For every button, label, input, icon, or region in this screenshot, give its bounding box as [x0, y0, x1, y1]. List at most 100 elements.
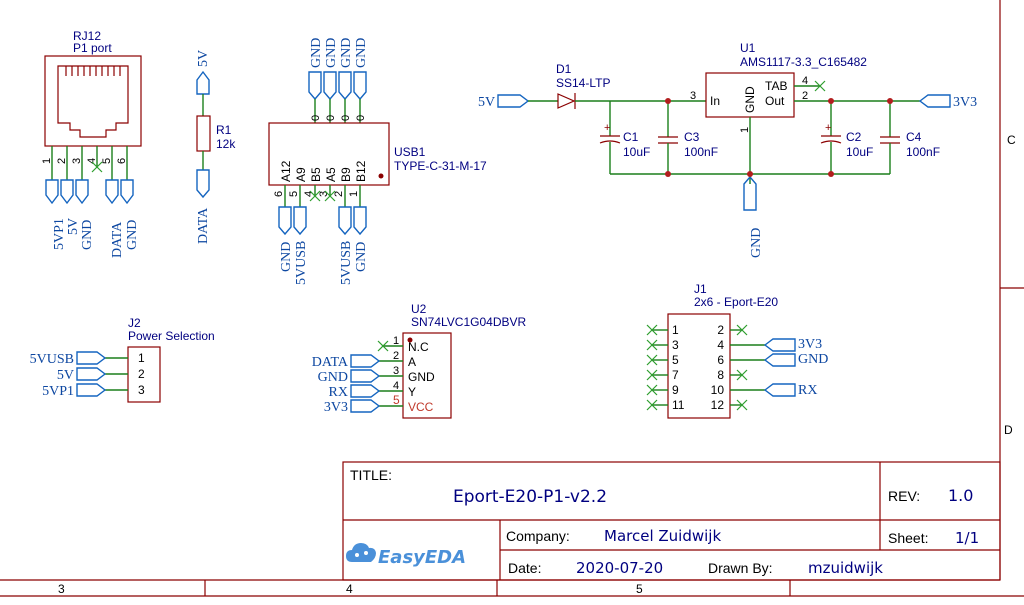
u2-net-data: DATA [312, 355, 349, 370]
r1-resistor: 5V R1 12k DATA [196, 50, 236, 244]
u2-pin-gnd: GND [408, 370, 435, 384]
rj12-pin-6: 6 [116, 158, 128, 164]
c4-value: 100nF [906, 145, 940, 159]
u1-ref: U1 [740, 41, 756, 55]
usb1-pin-num-3: 3 [318, 191, 330, 197]
frame-col-5: 5 [636, 582, 643, 596]
c3-capacitor: C3 100nF [658, 101, 718, 174]
j1-pin-7: 7 [672, 368, 679, 382]
u2-pin-a: A [408, 355, 416, 369]
usb1-net-5vusb-2: 5VUSB [339, 241, 354, 285]
usb1-pin-num-6: 6 [273, 191, 285, 197]
u2-net-rx: RX [329, 385, 348, 400]
rj12-connector: RJ12 P1 port 1 2 3 4 5 6 5 [41, 29, 142, 258]
c2-value: 10uF [846, 145, 873, 159]
usb1-body [268, 122, 390, 186]
usb1-pin-num-4: 4 [303, 191, 315, 197]
usb1-pin-num-1: 1 [348, 191, 360, 197]
usb1-value: TYPE-C-31-M-17 [394, 159, 487, 173]
c4-ref: C4 [906, 130, 922, 144]
d1-net-5v: 5V [478, 95, 495, 110]
u2-pin-vcc: VCC [408, 400, 434, 414]
usb1-top-pin-1: 0 [310, 115, 322, 121]
r1-value: 12k [216, 137, 236, 151]
j2-connector: J2 Power Selection 1 2 3 5VUSB 5V 5VP1 [30, 316, 215, 403]
rj12-net-5v: 5V [66, 218, 81, 235]
j1-pin-11: 11 [672, 398, 685, 412]
u2-pin-nc: N.C [408, 340, 429, 354]
no-connect-icon [814, 80, 826, 92]
r1-ref: R1 [216, 123, 232, 137]
c3-ref: C3 [684, 130, 700, 144]
u1-net-gnd: GND [749, 228, 764, 258]
u2-pin-num-3: 3 [393, 365, 399, 377]
date-value: 2020-07-20 [576, 559, 663, 577]
document-title: Eport-E20-P1-v2.2 [453, 487, 607, 507]
rev-value: 1.0 [948, 486, 973, 505]
easyeda-logo: EasyEDA [346, 543, 466, 568]
rj12-pin-1: 1 [41, 158, 53, 164]
j1-pin-3: 3 [672, 338, 679, 352]
j2-net-5vusb: 5VUSB [30, 352, 74, 367]
u2-pin-num-4: 4 [393, 380, 399, 392]
j1-header: J1 2x6 - Eport-E20 1 3 5 7 9 11 2 4 6 8 … [646, 282, 828, 419]
c1-capacitor: + C1 10uF [599, 101, 650, 174]
usb1-pin-num-2: 2 [333, 191, 345, 197]
u1-pin-num-1: 1 [739, 127, 751, 133]
u2-value: SN74LVC1G04DBVR [411, 315, 527, 329]
c4-capacitor: C4 100nF [880, 101, 940, 174]
j2-ref: J2 [128, 316, 141, 330]
c3-value: 100nF [684, 145, 718, 159]
usb1-top-net-1: GND [309, 38, 324, 68]
rj12-ref: RJ12 [73, 29, 101, 43]
u1-pin-num-3: 3 [690, 90, 696, 102]
c1-value: 10uF [623, 145, 650, 159]
c1-ref: C1 [623, 130, 639, 144]
c2-ref: C2 [846, 130, 862, 144]
title-label: TITLE: [350, 467, 392, 483]
drawn-by-value: mzuidwijk [808, 559, 883, 577]
u1-pin-num-2: 2 [802, 90, 808, 102]
j1-ref: J1 [694, 282, 707, 296]
no-connect-icon [91, 161, 103, 173]
j1-pin-10: 10 [711, 383, 725, 397]
rj12-pin-5: 5 [101, 158, 113, 164]
frame-row-c: C [1007, 133, 1016, 147]
rj12-pin-4: 4 [86, 158, 98, 164]
frame-row-d: D [1004, 423, 1013, 437]
usb1-pin-b5: B5 [309, 167, 323, 182]
c2-capacitor: + C2 10uF [820, 101, 873, 174]
u2-net-gnd: GND [318, 370, 348, 385]
usb1-pin-num-5: 5 [288, 191, 300, 197]
rj12-jack-outline [57, 65, 129, 138]
usb1-net-5vusb: 5VUSB [294, 241, 309, 285]
j1-pin-5: 5 [672, 353, 679, 367]
u1-value: AMS1117-3.3_C165482 [740, 55, 867, 69]
company-value: Marcel Zuidwijk [604, 527, 721, 545]
usb1-top-net-2: GND [324, 38, 339, 68]
j1-pin-12: 12 [711, 398, 725, 412]
usb1-top-pin-4: 0 [355, 115, 367, 121]
usb1-pin-b9: B9 [339, 167, 353, 182]
j1-value: 2x6 - Eport-E20 [694, 295, 778, 309]
d1-value: SS14-LTP [556, 76, 610, 90]
date-label: Date: [508, 560, 541, 576]
rj12-pin-3: 3 [71, 158, 83, 164]
j2-pin-1: 1 [138, 351, 145, 365]
r1-net-5v: 5V [196, 50, 211, 67]
rj12-net-data: DATA [110, 221, 125, 258]
j1-pin-8: 8 [717, 368, 724, 382]
rj12-body [44, 55, 142, 147]
u1-pin-gnd: GND [743, 86, 757, 113]
usb1-pin-b12: B12 [354, 160, 368, 182]
u2-pin-num-1: 1 [393, 335, 399, 347]
u2-pin-num-2: 2 [393, 350, 399, 362]
no-connect-icon [377, 340, 389, 352]
j2-pin-2: 2 [138, 367, 145, 381]
j1-pin-4: 4 [717, 338, 724, 352]
d1-ref: D1 [556, 62, 572, 76]
rj12-pin-2: 2 [56, 158, 68, 164]
rj12-net-5vp1: 5VP1 [52, 218, 67, 250]
usb1-net-gnd-2: GND [354, 242, 369, 272]
